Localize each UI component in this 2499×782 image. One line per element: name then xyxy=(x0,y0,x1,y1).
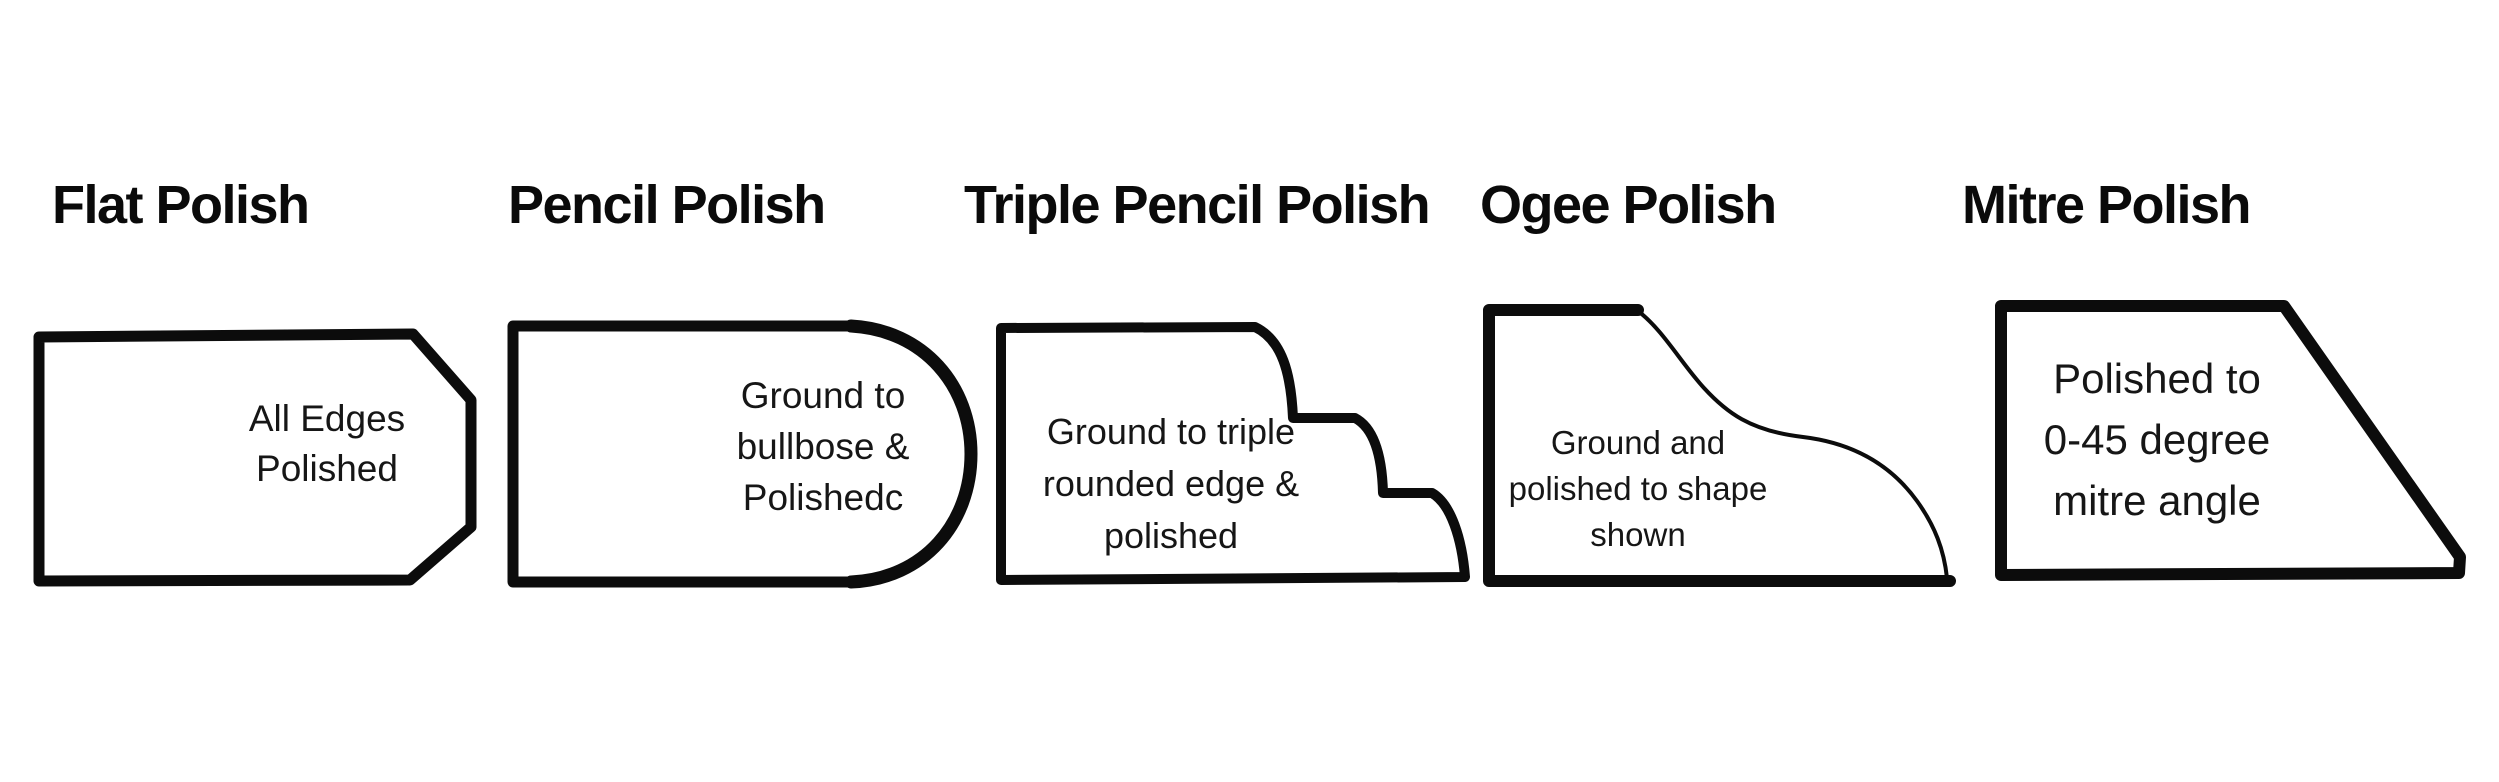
triple-pencil-polish-label: Ground to triple rounded edge & polished xyxy=(1042,411,1300,556)
mitre-polish-shape xyxy=(1995,300,2466,581)
title-flat-polish: Flat Polish xyxy=(52,175,310,235)
triple-pencil-polish-shape xyxy=(996,322,1470,585)
shape-outline xyxy=(1483,304,1956,587)
mitre-polish-label: Polished to 0-45 degree mitre angle xyxy=(2043,355,2271,524)
bullnose-curve xyxy=(844,319,978,589)
shape-outline xyxy=(507,320,858,588)
title-mitre-polish: Mitre Polish xyxy=(1962,175,2252,235)
flat-polish-shape xyxy=(33,328,477,587)
pencil-polish-shape xyxy=(507,319,978,589)
ogee-curve xyxy=(1636,309,1949,580)
ogee-polish-shape xyxy=(1483,304,1956,587)
title-pencil-polish: Pencil Polish xyxy=(508,175,826,235)
flat-polish-label: All Edges Polished xyxy=(248,398,406,489)
shape-outline xyxy=(1995,300,2466,581)
title-ogee-polish: Ogee Polish xyxy=(1480,175,1777,235)
title-triple-pencil-polish: Triple Pencil Polish xyxy=(964,175,1431,235)
shape-outline xyxy=(33,328,477,587)
ogee-polish-label: Ground and polished to shape shown xyxy=(1508,424,1768,553)
shape-outline xyxy=(996,322,1470,585)
pencil-polish-label: Ground to bullbose & Polishedc xyxy=(736,375,910,518)
